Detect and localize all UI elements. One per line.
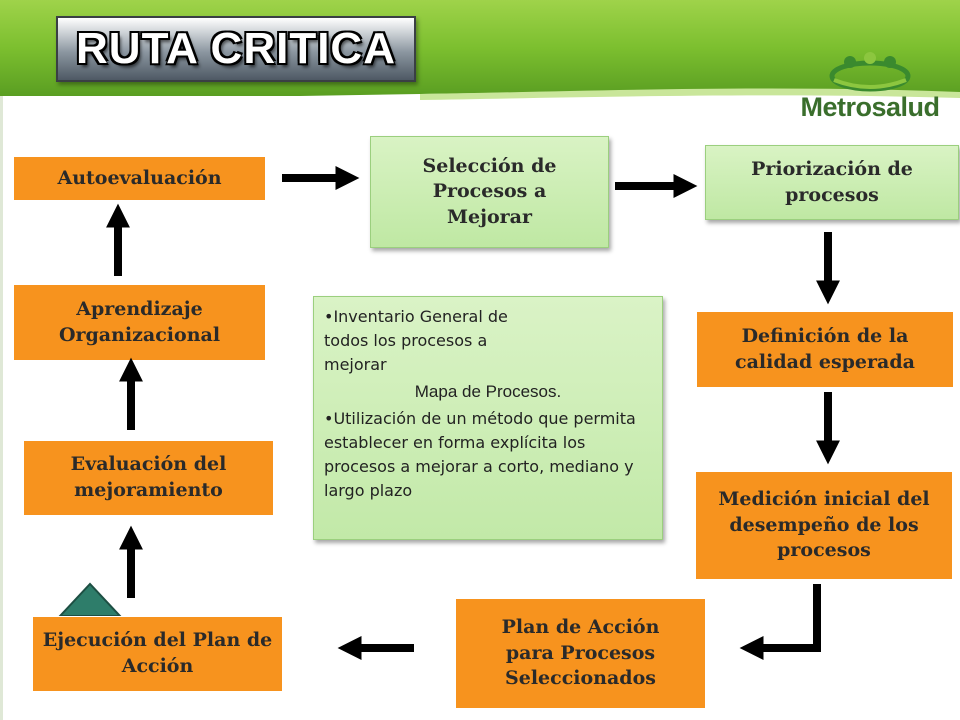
- node-priorizacion: Priorización de procesos: [705, 145, 959, 220]
- node-aprendizaje-label: Aprendizaje Organizacional: [58, 297, 221, 346]
- left-edge-line: [0, 96, 3, 720]
- node-autoevaluacion: Autoevaluación: [14, 157, 265, 200]
- info-bullet-metodo: •Utilización de un método que permita es…: [324, 408, 636, 500]
- title-banner: RUTA CRITICA: [56, 16, 416, 82]
- node-autoevaluacion-label: Autoevaluación: [57, 166, 222, 189]
- info-subtitle: Mapa de Procesos.: [414, 382, 562, 401]
- node-medicion-label: Medición inicial del desempeño de los pr…: [718, 488, 930, 562]
- node-evaluacion-label: Evaluación del mejoramiento: [70, 453, 227, 501]
- node-aprendizaje: Aprendizaje Organizacional: [14, 285, 265, 360]
- people-circle-logo-icon: [829, 52, 911, 92]
- metrosalud-logo: Metrosalud: [800, 50, 940, 130]
- node-plan-label: Plan de Acción para Procesos Seleccionad…: [501, 616, 660, 690]
- node-ejecucion: Ejecución del Plan de Acción: [33, 617, 282, 691]
- node-seleccion: Selección de Procesos a Mejorar: [370, 136, 609, 248]
- band-wave-highlight: [420, 88, 960, 100]
- node-seleccion-label: Selección de Procesos a Mejorar: [422, 154, 557, 228]
- info-box: •Inventario General de todos los proceso…: [313, 296, 663, 540]
- node-definicion-label: Definición de la calidad esperada: [735, 324, 915, 373]
- node-priorizacion-label: Priorización de procesos: [751, 157, 913, 206]
- node-medicion: Medición inicial del desempeño de los pr…: [696, 472, 952, 579]
- node-definicion: Definición de la calidad esperada: [697, 312, 953, 387]
- node-ejecucion-label: Ejecución del Plan de Acción: [42, 629, 273, 677]
- node-evaluacion: Evaluación del mejoramiento: [24, 441, 273, 515]
- logo-wordmark: Metrosalud: [800, 92, 940, 122]
- info-bullet-inventario: •Inventario General de todos los proceso…: [324, 307, 508, 374]
- decorative-icon: [58, 582, 122, 616]
- node-plan: Plan de Acción para Procesos Seleccionad…: [456, 599, 705, 708]
- page-title: RUTA CRITICA: [76, 24, 396, 73]
